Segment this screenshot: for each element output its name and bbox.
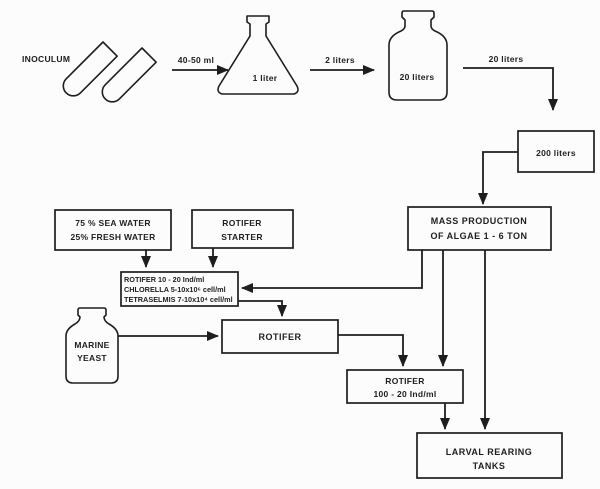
- box-larval-tanks-line1: LARVAL REARING: [446, 447, 533, 457]
- box-culture-mix-line3: TETRASELMIS 7-10x10⁴ cell/ml: [124, 295, 233, 304]
- connector-200l-to-massproduction: [478, 151, 518, 205]
- flow-arrow-20liters: [463, 67, 558, 111]
- box-mass-production: [407, 206, 552, 251]
- box-mass-production-line1: MASS PRODUCTION: [431, 216, 528, 226]
- box-water-mix-line1: 75 % SEA WATER: [75, 218, 151, 228]
- box-culture-mix-line1: ROTIFER 10 - 20 Ind/ml: [124, 275, 204, 284]
- inoculum-label: INOCULUM: [22, 54, 70, 64]
- box-larval-tanks-line2: TANKS: [473, 461, 506, 471]
- erlenmeyer-flask-icon: [217, 15, 299, 95]
- box-rotifer-starter: [191, 209, 294, 249]
- box-larval-tanks: [416, 432, 563, 479]
- box-culture-mix: [120, 271, 239, 307]
- flow-label-20liters: 20 liters: [489, 54, 524, 64]
- connector-mix-to-rotifer: [238, 300, 287, 317]
- box-rotifer-density-line1: ROTIFER: [385, 376, 424, 386]
- box-rotifer-starter-line2: STARTER: [221, 232, 263, 242]
- box-rotifer-label: ROTIFER: [259, 332, 302, 342]
- marine-yeast-line2: YEAST: [77, 353, 107, 363]
- box-water-mix-line2: 25% FRESH WATER: [70, 232, 155, 242]
- flask-volume-label: 1 liter: [253, 73, 278, 83]
- box-rotifer: [221, 319, 339, 354]
- test-tube-icon: [62, 41, 118, 97]
- marine-yeast-line1: MARINE: [74, 340, 109, 350]
- box-culture-mix-line2: CHLORELLA 5-10x10⁶ cell/ml: [124, 285, 226, 294]
- flow-label-40-50ml: 40-50 ml: [178, 55, 214, 65]
- connector-algae-to-mix: [241, 250, 423, 293]
- box-rotifer-density-line2: 100 - 20 Ind/ml: [373, 389, 436, 399]
- box-200-liters-label: 200 liters: [536, 148, 576, 158]
- carboy-bottle-icon: [388, 10, 448, 101]
- box-rotifer-density: [346, 369, 464, 404]
- box-mass-production-line2: OF ALGAE 1 - 6 TON: [430, 231, 527, 241]
- test-tube-icon: [101, 47, 157, 103]
- marine-yeast-jar-icon: [65, 307, 119, 384]
- connector-rotifer-to-density: [338, 334, 408, 367]
- box-water-mix: [54, 209, 172, 251]
- carboy-volume-label: 20 liters: [400, 72, 435, 82]
- flow-label-2liters: 2 liters: [325, 55, 355, 65]
- box-rotifer-starter-line1: ROTIFER: [222, 218, 261, 228]
